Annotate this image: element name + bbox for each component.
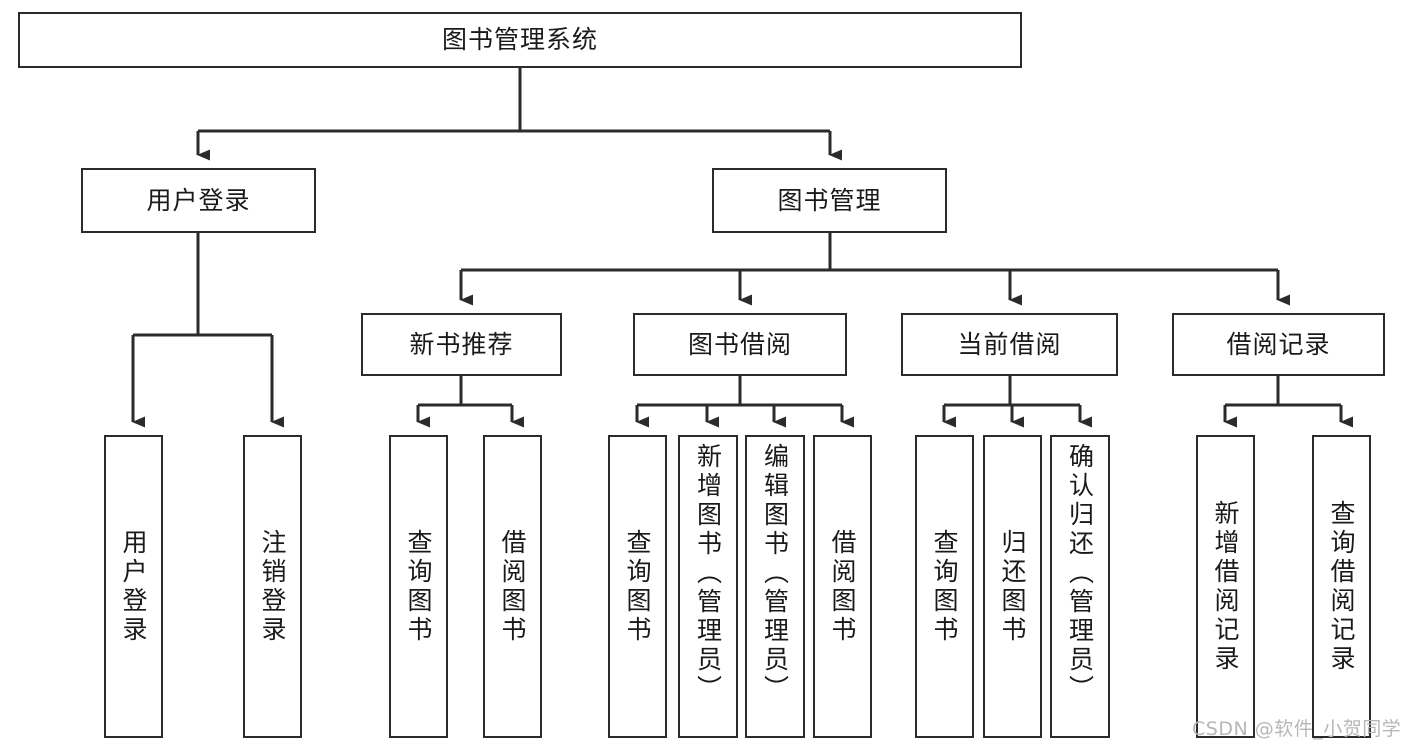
leaf-add-record[interactable]: 新增借阅记录	[1196, 435, 1255, 738]
leaf-confirm-return[interactable]: 确认归还（管理员）	[1050, 435, 1110, 738]
leaf-logout[interactable]: 注销登录	[243, 435, 302, 738]
leaf-logout-label: 注销登录	[258, 528, 287, 645]
leaf-borrow-book-1[interactable]: 借阅图书	[483, 435, 542, 738]
leaf-query-book-2[interactable]: 查询图书	[608, 435, 667, 738]
leaf-add-record-label: 新增借阅记录	[1211, 499, 1240, 674]
node-current-borrow-label: 当前借阅	[957, 329, 1062, 359]
leaf-return-book-label: 归还图书	[998, 528, 1027, 645]
node-borrow-record-label: 借阅记录	[1226, 329, 1331, 359]
node-root-label: 图书管理系统	[441, 25, 598, 54]
leaf-edit-book[interactable]: 编辑图书（管理员）	[745, 435, 805, 738]
node-new-book-recommend[interactable]: 新书推荐	[361, 313, 562, 376]
node-root[interactable]: 图书管理系统	[18, 12, 1022, 68]
leaf-borrow-book-2-label: 借阅图书	[828, 528, 857, 645]
leaf-query-book-1[interactable]: 查询图书	[389, 435, 448, 738]
csdn-watermark: CSDN @软件_小贺同学	[1192, 718, 1402, 740]
leaf-query-book-3[interactable]: 查询图书	[915, 435, 974, 738]
node-book-borrow-label: 图书借阅	[687, 329, 792, 359]
leaf-query-book-2-label: 查询图书	[623, 528, 652, 645]
leaf-edit-book-label: 编辑图书（管理员）	[760, 443, 790, 704]
leaf-borrow-book-2[interactable]: 借阅图书	[813, 435, 872, 738]
node-book-manage[interactable]: 图书管理	[712, 168, 947, 233]
leaf-borrow-book-1-label: 借阅图书	[498, 528, 527, 645]
leaf-user-login[interactable]: 用户登录	[104, 435, 163, 738]
leaf-add-book-label: 新增图书（管理员）	[693, 443, 723, 704]
node-new-book-recommend-label: 新书推荐	[409, 329, 514, 359]
leaf-query-book-1-label: 查询图书	[404, 528, 433, 645]
node-borrow-record[interactable]: 借阅记录	[1172, 313, 1385, 376]
leaf-confirm-return-label: 确认归还（管理员）	[1065, 443, 1095, 704]
node-book-borrow[interactable]: 图书借阅	[633, 313, 847, 376]
node-user-login[interactable]: 用户登录	[81, 168, 316, 233]
leaf-query-record[interactable]: 查询借阅记录	[1312, 435, 1371, 738]
leaf-query-record-label: 查询借阅记录	[1327, 499, 1356, 674]
node-current-borrow[interactable]: 当前借阅	[901, 313, 1118, 376]
node-user-login-label: 用户登录	[146, 185, 251, 215]
leaf-return-book[interactable]: 归还图书	[983, 435, 1042, 738]
leaf-add-book[interactable]: 新增图书（管理员）	[678, 435, 738, 738]
leaf-query-book-3-label: 查询图书	[930, 528, 959, 645]
leaf-user-login-label: 用户登录	[119, 528, 148, 645]
node-book-manage-label: 图书管理	[777, 185, 882, 215]
